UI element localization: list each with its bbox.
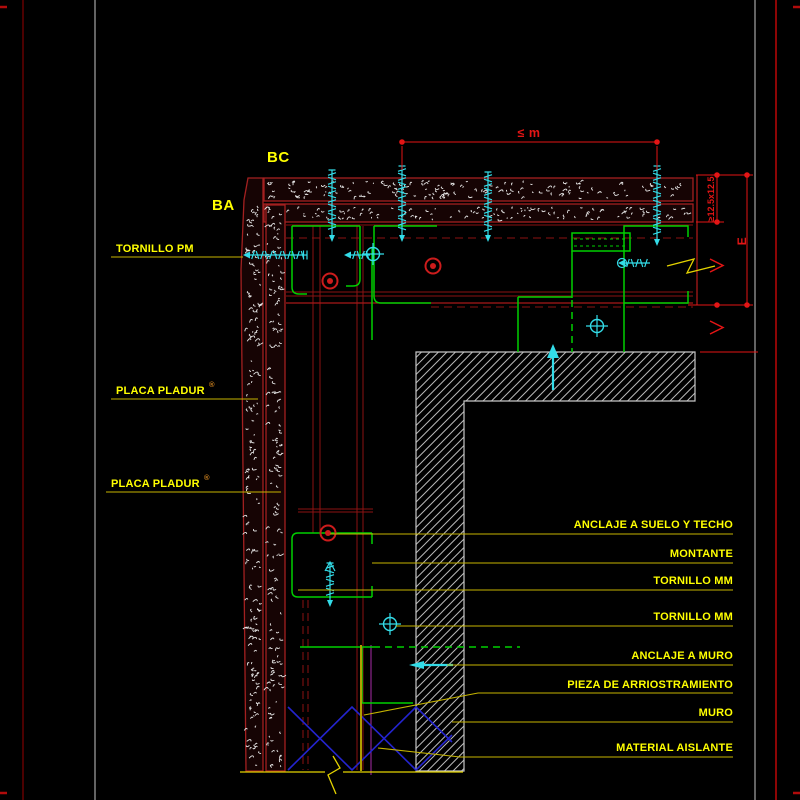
label-muro: MURO — [699, 707, 734, 719]
anchor-up-arrow-icon — [547, 344, 559, 390]
label-pieza-arriostramiento: PIEZA DE ARRIOSTRAMIENTO — [567, 679, 733, 691]
screw-cross-icon — [362, 243, 384, 265]
washer-icon — [616, 257, 628, 269]
break-marks-yellow — [327, 258, 716, 795]
label-ba: BA — [212, 197, 235, 214]
label-material-aislante: MATERIAL AISLANTE — [616, 742, 733, 754]
label-montante: MONTANTE — [670, 548, 733, 560]
label-placa-pladur-lower: PLACA PLADUR — [111, 478, 200, 490]
dimension-board-thickness: ≥12.5x12.5 — [706, 177, 716, 222]
dimensions-red: ≤ m ≥12.5x12.5 E — [399, 126, 758, 353]
label-tornillo-mm-lower: TORNILLO MM — [653, 611, 733, 623]
dimension-top-span: ≤ m — [518, 126, 541, 140]
registered-mark-icon: ® — [204, 473, 210, 482]
dimension-wall-height: E — [735, 237, 749, 246]
insulation-zigzag — [287, 705, 453, 772]
screw-head — [424, 257, 442, 275]
label-anclaje-muro: ANCLAJE A MURO — [631, 650, 733, 662]
fastener-cross-symbols — [362, 243, 628, 635]
break-chevron-icon — [709, 258, 725, 335]
label-placa-pladur-upper: PLACA PLADUR — [116, 385, 205, 397]
screw-cross-icon — [379, 613, 401, 635]
screw-head — [321, 272, 339, 290]
leader-lines — [106, 256, 733, 758]
screw-cross-icon — [586, 315, 608, 337]
wall-boards — [240, 177, 286, 772]
dimension-dots — [399, 139, 750, 308]
registered-mark-icon: ® — [209, 380, 215, 389]
label-bc: BC — [267, 149, 290, 166]
label-tornillo-pm: TORNILLO PM — [116, 243, 194, 255]
profiles-green — [291, 225, 689, 704]
labels: BC BA TORNILLO PM PLACA PLADUR ® PLACA P… — [111, 149, 733, 754]
label-anclaje-suelo-techo: ANCLAJE A SUELO Y TECHO — [574, 519, 733, 531]
muro-wall-hatch — [415, 351, 696, 772]
screw-heads-red — [319, 257, 442, 542]
screw-head — [319, 524, 337, 542]
label-tornillo-mm-upper: TORNILLO MM — [653, 575, 733, 587]
